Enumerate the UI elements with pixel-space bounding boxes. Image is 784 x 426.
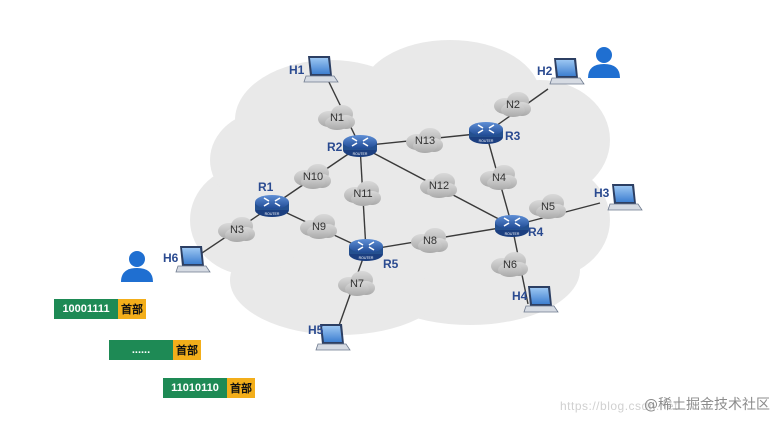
packet-data: 11010110 [163, 378, 227, 398]
watermark: @稀土掘金技术社区 [644, 397, 770, 413]
network-cloud [218, 217, 255, 242]
packet-header: 首部 [227, 378, 255, 398]
network-label-n1: N1 [330, 112, 344, 124]
laptop-icon [607, 183, 643, 211]
user-icon [588, 47, 620, 78]
routers: R1 R2 R3 R4 R5 [254, 121, 544, 271]
network-label-n8: N8 [423, 235, 437, 247]
network-label-n3: N3 [230, 224, 244, 236]
network-label-n9: N9 [312, 221, 326, 233]
network-cloud [494, 92, 531, 117]
network-cloud [420, 173, 457, 198]
router-icon [348, 238, 384, 262]
network-label-n2: N2 [506, 99, 520, 111]
network-label-n5: N5 [541, 201, 555, 213]
network-labels: N1 N2 N3 N4 N5 N6 N7 N8 N9 N10 N11 N12 N… [230, 99, 555, 290]
packet: 11010110 首部 [163, 378, 255, 398]
network-cloud [411, 228, 448, 253]
network-cloud [406, 128, 443, 153]
network-cloud [294, 164, 331, 189]
hosts: H1 H2 H3 H4 H5 H6 [163, 55, 643, 351]
packet: 10001111 首部 [54, 299, 146, 319]
router-label-r2: R2 [327, 140, 343, 154]
packet-header: 首部 [173, 340, 201, 360]
network-cloud [344, 181, 381, 206]
user-icon [121, 251, 153, 282]
network-cloud [480, 165, 517, 190]
packet-data: ...... [109, 340, 173, 360]
network-cloud [300, 214, 337, 239]
host-label-h6: H6 [163, 251, 179, 265]
router-label-r5: R5 [383, 257, 399, 271]
host-label-h2: H2 [537, 64, 553, 78]
network-cloud [338, 271, 375, 296]
router-label-r4: R4 [528, 225, 544, 239]
host-label-h1: H1 [289, 63, 305, 77]
host-label-h5: H5 [308, 323, 324, 337]
network-cloud [491, 252, 528, 277]
laptop-icon [549, 57, 585, 85]
network-cloud [318, 105, 355, 130]
network-label-n4: N4 [492, 172, 506, 184]
network-cloud [529, 194, 566, 219]
host-label-h3: H3 [594, 186, 610, 200]
network-label-n11: N11 [353, 188, 372, 200]
network-label-n7: N7 [350, 278, 364, 290]
network-label-n10: N10 [303, 171, 323, 183]
network-label-n13: N13 [415, 135, 435, 147]
network-clouds [218, 92, 566, 296]
router-icon [494, 214, 530, 238]
packet: ...... 首部 [109, 340, 201, 360]
packet-header: 首部 [118, 299, 146, 319]
router-icon [254, 194, 290, 218]
router-icon [342, 134, 378, 158]
router-icon [468, 121, 504, 145]
packet-data: 10001111 [54, 299, 118, 319]
host-label-h4: H4 [512, 289, 528, 303]
watermark-url: https://blog.csdn.net [560, 399, 678, 413]
router-label-r1: R1 [258, 180, 274, 194]
network-label-n12: N12 [429, 180, 449, 192]
network-label-n6: N6 [503, 259, 517, 271]
router-label-r3: R3 [505, 129, 521, 143]
